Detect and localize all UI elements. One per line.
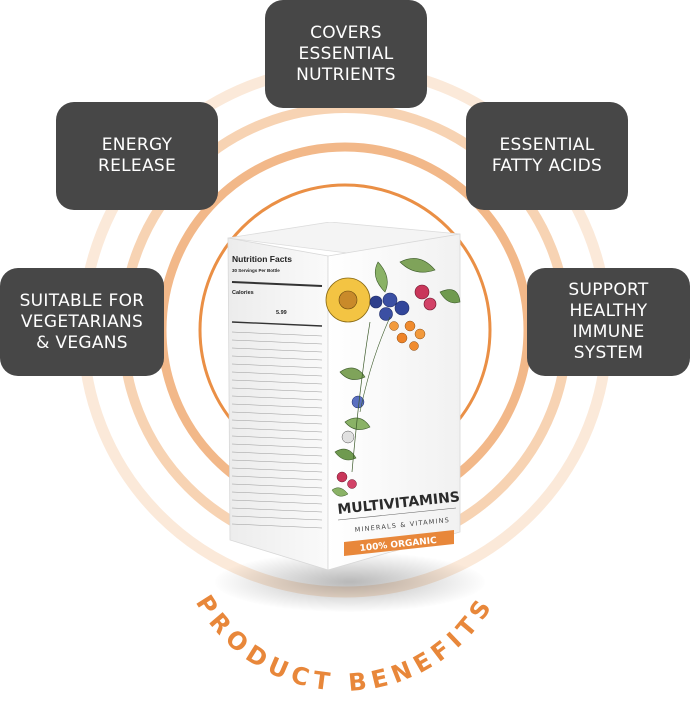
nutrition-calories-label: Calories [232, 290, 254, 296]
benefit-text: NUTRIENTS [296, 64, 396, 85]
benefit-text: & VEGANS [36, 332, 128, 353]
benefit-text: COVERS [310, 22, 382, 43]
floral-illustration [325, 258, 461, 497]
organic-badge [344, 530, 454, 556]
benefit-essential-fatty-acids: ESSENTIAL FATTY ACIDS [466, 102, 628, 210]
section-title: PRODUCT BENEFITS [190, 590, 500, 697]
product-box-image: Nutrition Facts 30 Servings Per Bottle C… [227, 222, 461, 571]
nutrition-calories-value: 5.99 [276, 310, 287, 316]
section-title-text: PRODUCT BENEFITS [190, 590, 494, 697]
benefit-text: FATTY ACIDS [491, 156, 603, 176]
benefit-covers-essential-nutrients: COVERS ESSENTIAL NUTRIENTS [265, 0, 427, 108]
benefit-text: HEALTHY [569, 301, 648, 321]
benefit-text: SYSTEM [573, 343, 644, 363]
nutrition-servings: 30 Servings Per Bottle [232, 268, 280, 273]
benefit-text: SUITABLE FOR [19, 290, 145, 311]
benefit-text: SUPPORT [568, 280, 649, 300]
benefit-text: ESSENTIAL [499, 135, 595, 155]
benefit-energy-release: ENERGY RELEASE [56, 102, 218, 210]
berry-icon [382, 292, 398, 308]
benefit-support-immune-system: SUPPORT HEALTHY IMMUNE SYSTEM [527, 268, 690, 376]
benefit-text: VEGETARIANS [20, 311, 144, 332]
benefit-text: IMMUNE [572, 322, 645, 342]
benefit-text: RELEASE [97, 156, 177, 176]
benefit-text: ESSENTIAL [298, 43, 394, 64]
benefit-text: ENERGY [101, 135, 173, 155]
nutrition-facts-panel: Nutrition Facts 30 Servings Per Bottle C… [231, 254, 323, 529]
nutrition-title: Nutrition Facts [232, 254, 292, 264]
benefit-suitable-for-vegans: SUITABLE FOR VEGETARIANS & VEGANS [0, 268, 164, 376]
